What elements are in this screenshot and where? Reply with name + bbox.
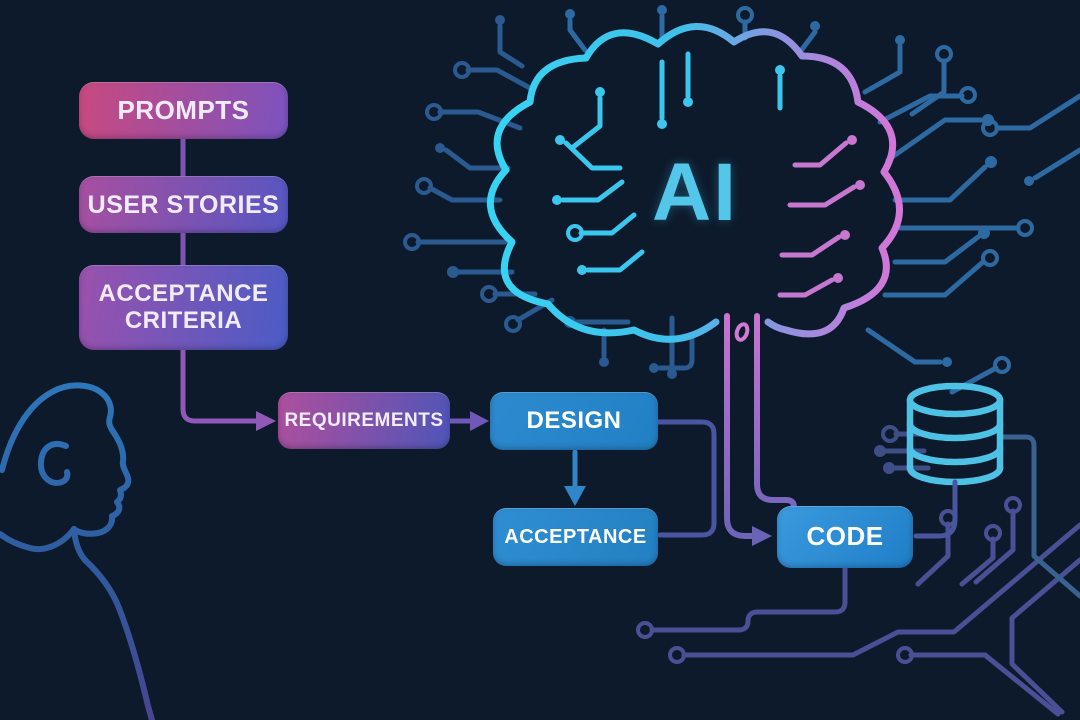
node-requirements-label: REQUIREMENTS [284,409,444,431]
node-design-label: DESIGN [526,406,622,434]
node-user-stories-label: USER STORIES [87,190,280,219]
node-acceptance-label: ACCEPTANCE [504,525,647,548]
ai-brain-label: AI [652,147,738,238]
person-silhouette-icon [0,382,155,720]
node-acceptance-criteria-label: ACCEPTANCE CRITERIA [98,279,269,334]
flow-connectors [180,134,958,546]
ai-brain-circuit-icon [487,23,903,343]
node-design: DESIGN [490,392,658,450]
node-code: CODE [777,506,913,568]
node-prompts-label: PROMPTS [117,94,250,125]
node-acceptance-criteria: ACCEPTANCE CRITERIA [79,265,288,350]
node-code-label: CODE [806,521,884,552]
node-requirements: REQUIREMENTS [278,392,450,449]
node-user-stories: USER STORIES [79,176,288,233]
node-acceptance: ACCEPTANCE [493,508,658,566]
circuit-traces [403,5,1080,717]
node-prompts: PROMPTS [79,82,288,139]
